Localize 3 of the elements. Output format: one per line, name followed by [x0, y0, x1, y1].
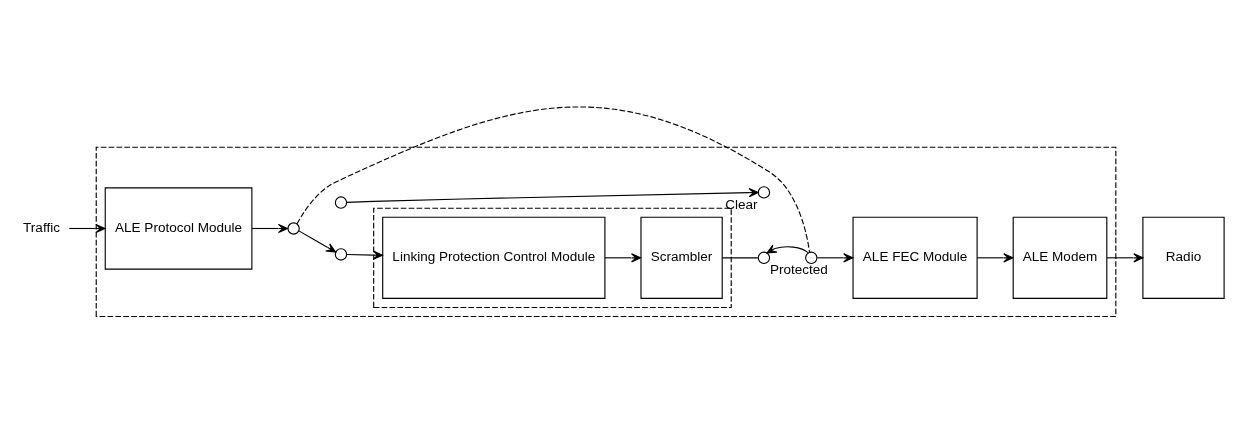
node-label: Clear: [725, 196, 758, 212]
node-text: Traffic: [23, 219, 60, 235]
node-label: Protected: [769, 262, 828, 278]
